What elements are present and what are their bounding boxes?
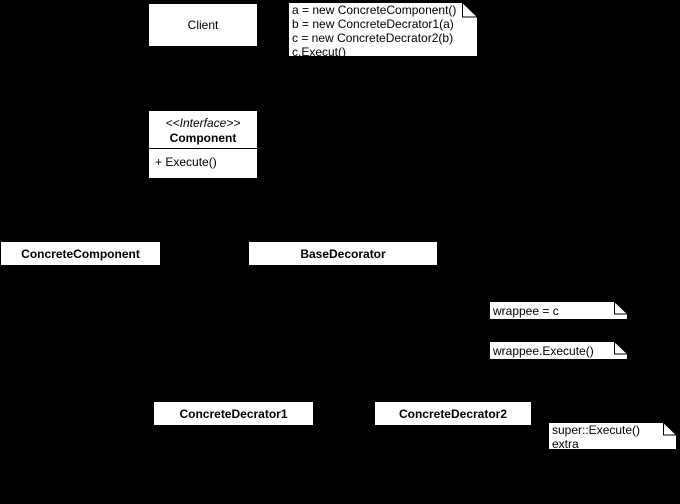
note-client-code[interactable]: a = new ConcreteComponent() b = new Conc… xyxy=(288,2,478,57)
note-line: c = new ConcreteDecrator2(b) xyxy=(292,31,454,45)
class-box-concrete-decorator2[interactable]: ConcreteDecrator2 xyxy=(374,401,532,426)
note-super-execute-text: super::Execute() extra xyxy=(548,422,677,450)
class-box-concrete-decorator1[interactable]: ConcreteDecrator1 xyxy=(153,401,314,426)
class-name-concrete-decorator1: ConcreteDecrator1 xyxy=(179,406,288,421)
note-line: extra xyxy=(552,437,579,450)
note-line: a = new ConcreteComponent() xyxy=(292,3,457,17)
note-line: wrappee.Execute() xyxy=(493,343,594,358)
class-name-base-decorator: BaseDecorator xyxy=(300,246,386,261)
class-box-base-decorator[interactable]: BaseDecorator xyxy=(248,241,438,266)
class-name-component: Component xyxy=(169,130,237,145)
note-client-code-text: a = new ConcreteComponent() b = new Conc… xyxy=(288,2,478,57)
note-line: b = new ConcreteDecrator1(a) xyxy=(292,17,454,31)
class-name-concrete-decorator2: ConcreteDecrator2 xyxy=(398,406,508,421)
method-execute: + Execute() xyxy=(155,155,217,169)
class-name-client: Client xyxy=(187,18,219,32)
note-super-execute[interactable]: super::Execute() extra xyxy=(548,422,677,450)
note-wrappee-assignment[interactable]: wrappee = c xyxy=(489,301,628,320)
class-stereotype: <<Interface>> xyxy=(165,115,241,130)
note-wrappee-execute-text: wrappee.Execute() xyxy=(489,341,628,360)
class-box-client[interactable]: Client xyxy=(148,3,258,47)
note-wrappee-execute[interactable]: wrappee.Execute() xyxy=(489,341,628,360)
note-folded-corner-shape xyxy=(489,301,628,320)
note-wrappee-assignment-text: wrappee = c xyxy=(489,301,628,320)
class-name-concrete-component: ConcreteComponent xyxy=(21,246,140,261)
note-folded-corner-shape xyxy=(288,2,478,57)
note-line: super::Execute() xyxy=(552,423,641,437)
note-folded-corner-shape xyxy=(489,341,628,360)
class-box-component[interactable]: <<Interface>> Component + Execute() xyxy=(148,110,258,179)
class-box-concrete-component[interactable]: ConcreteComponent xyxy=(0,241,161,266)
class-header-component: <<Interface>> Component xyxy=(149,111,257,149)
class-methods-component: + Execute() xyxy=(149,149,257,178)
note-folded-corner-shape xyxy=(548,422,677,450)
note-line: c.Execut() xyxy=(292,45,347,57)
note-line: wrappee = c xyxy=(493,303,559,318)
